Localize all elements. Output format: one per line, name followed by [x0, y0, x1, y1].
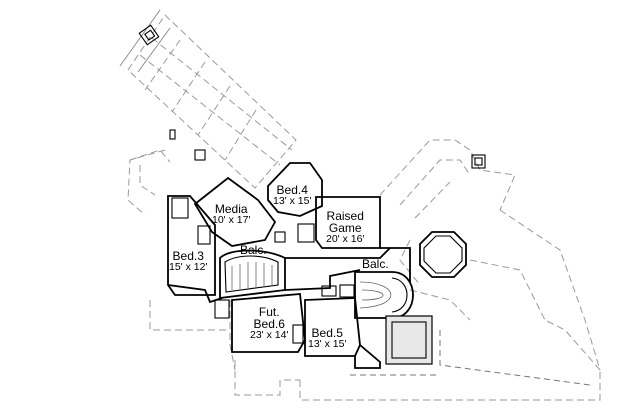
- room-dimensions: 15' x 12': [169, 261, 208, 273]
- room-name: Bed.3: [172, 249, 204, 263]
- room-name-line2: Bed.6: [253, 317, 285, 331]
- room-raised-game: Raised Game 20' x 16': [326, 210, 364, 245]
- room-name: Bed.4: [276, 183, 308, 197]
- room-dimensions: 13' x 15': [308, 338, 347, 350]
- room-dimensions: 20' x 16': [326, 233, 365, 245]
- room-bed3: Bed.3 15' x 12': [169, 250, 207, 273]
- room-dimensions: 10' x 17': [212, 214, 251, 226]
- room-name-line1: Raised: [326, 209, 364, 223]
- room-bed5: Bed.5 13' x 15': [308, 327, 346, 350]
- pillars: [138, 24, 486, 169]
- room-bed4: Bed.4 13' x 15': [273, 184, 311, 207]
- walls: [167, 162, 433, 369]
- roof-outline: [119, 9, 601, 401]
- turret: [419, 231, 467, 278]
- room-name-line1: Fut.: [258, 305, 280, 319]
- room-media: Media 10' x 17': [212, 203, 250, 226]
- balcony-left-label: Balc.: [240, 243, 267, 257]
- balcony-right-label: Balc.: [362, 257, 389, 271]
- room-name: Bed.5: [311, 326, 343, 340]
- room-dimensions: 23' x 14': [250, 329, 289, 341]
- room-name: Media: [214, 202, 248, 216]
- room-name-line2: Game: [328, 221, 362, 235]
- room-dimensions: 13' x 15': [273, 195, 312, 207]
- room-fut-bed6: Fut. Bed.6 23' x 14': [250, 306, 288, 341]
- stairs: [231, 262, 273, 290]
